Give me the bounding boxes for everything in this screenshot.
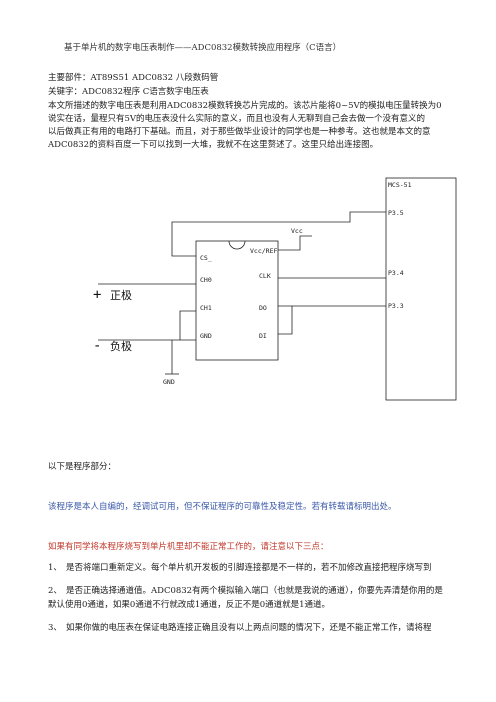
point-1-num: 1、 <box>48 563 62 573</box>
pin-gnd: GND <box>200 332 212 340</box>
chip-notch <box>228 240 246 250</box>
pin-p35: P3.5 <box>388 209 404 217</box>
pin-p34: P3.4 <box>388 269 404 277</box>
mcu-box <box>385 177 457 401</box>
vcc-label: Vcc <box>291 227 303 235</box>
keywords: 关键字：ADC0832程序 C语言数字电压表 <box>48 87 209 97</box>
wire-vcc <box>278 235 312 251</box>
mcu-label: MCS-51 <box>388 181 412 189</box>
intro-line-2: 说实在话，量程只有5V的电压表没什么实际的意义，而且也没有人无聊到自己会去做一个… <box>48 114 426 124</box>
wire-ch1 <box>179 310 196 340</box>
intro-line-3: 以后做真正有用的电路打下基础。而且，对于那些做毕业设计的同学也是一种参考。这也就… <box>48 127 431 137</box>
positive-label: 正极 <box>110 288 132 302</box>
doc-title: 基于单片机的数字电压表制作——ADC0832模数转换应用程序（C语言） <box>64 43 342 53</box>
pin-do: DO <box>259 304 267 312</box>
wire-di <box>278 306 293 335</box>
pin-cs: CS_ <box>200 254 212 262</box>
point-1-text: 是否将端口重新定义。每个单片机开发板的引脚连接都是不一样的，若不加修改直接把程序… <box>66 563 432 573</box>
warning-note: 如果有同学将本程序烧写到单片机里却不能正常工作的，请注意以下三点： <box>48 542 329 552</box>
point-3-num: 3、 <box>48 623 62 633</box>
program-intro: 以下是程序部分： <box>48 462 117 472</box>
pin-di: DI <box>259 332 267 340</box>
point-3-text: 如果你做的电压表在保证电路连接正确且没有以上两点问题的情况下，还是不能正常工作，… <box>66 623 432 633</box>
pin-ch0: CH0 <box>200 276 212 284</box>
point-2-num: 2、 <box>48 586 62 596</box>
negative-label: 负极 <box>110 339 132 353</box>
adc-chip <box>195 240 279 361</box>
pin-vcc-ref: Vcc/REF <box>250 247 277 255</box>
point-2-text: 是否正确选择通道值。ADC0832有两个模拟输入端口（也就是我说的通道），你要先… <box>66 586 443 596</box>
gnd-label: GND <box>163 378 175 386</box>
pin-p33: P3.3 <box>388 302 404 310</box>
wire-cs <box>171 211 386 257</box>
negative-sign: - <box>93 338 101 354</box>
intro-line-1: 本文所描述的数字电压表是利用ADC0832模数转换芯片完成的。该芯片能将0~5V… <box>48 101 442 111</box>
main-parts: 主要部件：AT89S51 ADC0832 八段数码管 <box>48 73 219 83</box>
intro-line-4: ADC0832的资料百度一下可以找到一大堆，我就不在这里赘述了。这里只给出连接图… <box>48 140 379 150</box>
pin-ch1: CH1 <box>200 304 212 312</box>
disclaimer-note: 该程序是本人自编的，经调试可用，但不保证程序的可靠性及稳定性。若有转载请标明出处… <box>48 502 397 512</box>
point-2-text-cont: 默认使用0通道，如果0通道不行就改成1通道，反正不是0通道就是1通道。 <box>48 600 331 610</box>
positive-sign: + <box>93 287 101 303</box>
pin-clk: CLK <box>259 272 271 280</box>
